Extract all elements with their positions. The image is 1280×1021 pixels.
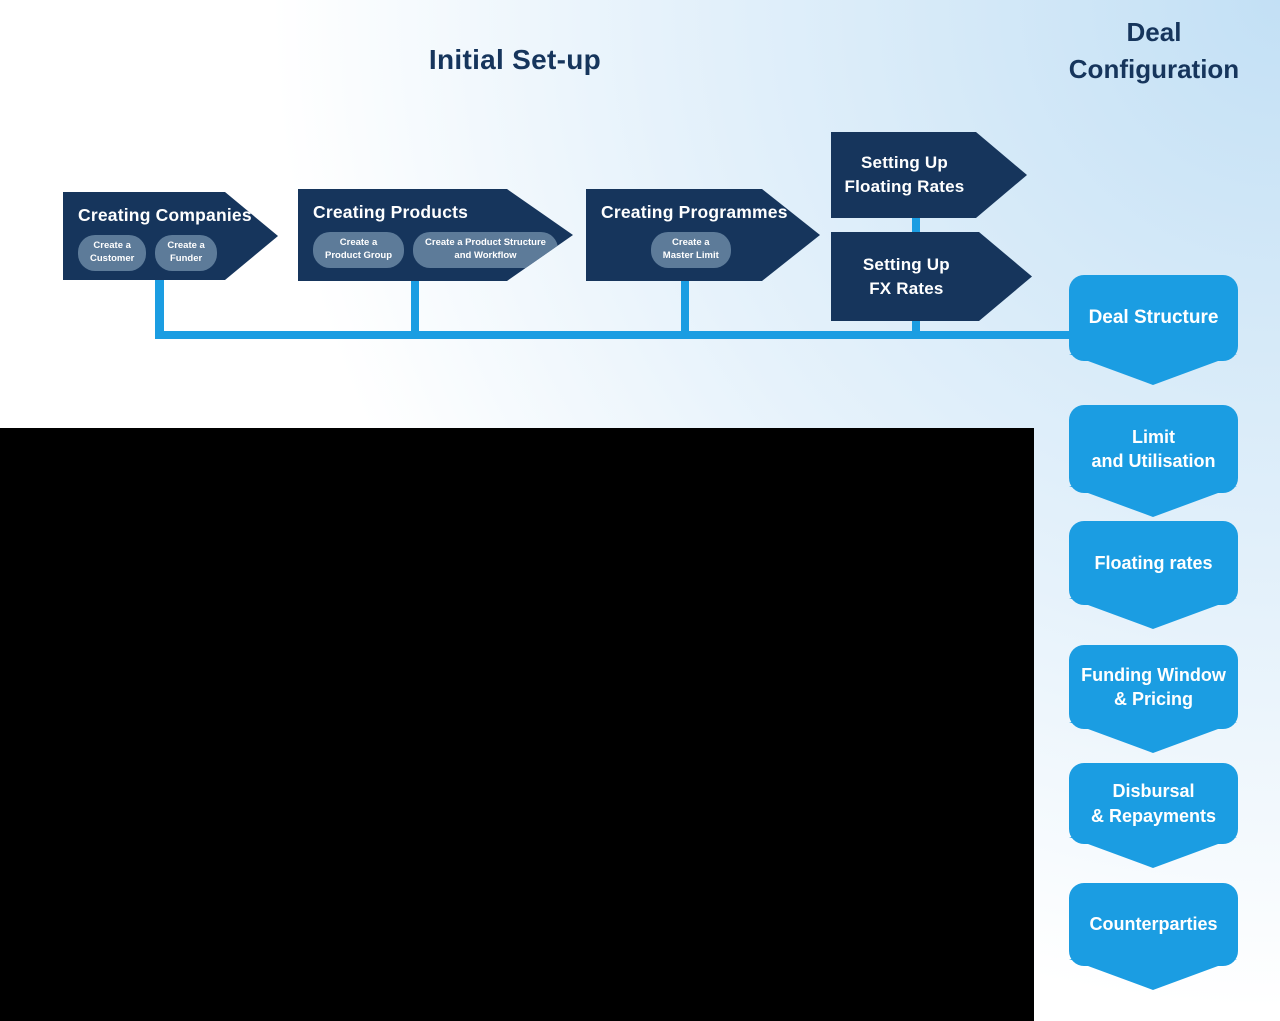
deal-config-item-label: Deal Structure bbox=[1088, 307, 1219, 329]
flow-step-creating-companies[interactable]: Creating Companies Create a Customer Cre… bbox=[63, 192, 278, 280]
flow-step-content: Setting Up Floating Rates bbox=[831, 132, 978, 218]
deal-config-item-counterparties[interactable]: Counterparties bbox=[1069, 883, 1238, 990]
connector-vertical-floating-to-fx bbox=[912, 217, 920, 233]
flow-step-creating-programmes[interactable]: Creating Programmes Create a Master Limi… bbox=[586, 189, 820, 281]
connector-vertical-companies bbox=[155, 278, 164, 339]
flow-step-setting-up-floating-rates[interactable]: Setting Up Floating Rates bbox=[831, 132, 1027, 218]
deal-config-item-deal-structure[interactable]: Deal Structure bbox=[1069, 275, 1238, 385]
connector-horizontal bbox=[156, 331, 1070, 339]
flow-step-content: Creating Products Create a Product Group… bbox=[298, 189, 573, 268]
flow-step-label: Setting Up Floating Rates bbox=[844, 153, 965, 196]
pill-create-a-product-group[interactable]: Create a Product Group bbox=[313, 232, 404, 268]
connector-vertical-fx-to-bus bbox=[912, 319, 920, 333]
pill-row: Create a Product Group Create a Product … bbox=[313, 232, 573, 268]
pill-row: Create a Customer Create a Funder bbox=[78, 235, 278, 271]
deal-config-item-limit-and-utilisation[interactable]: Limit and Utilisation bbox=[1069, 405, 1238, 517]
connector-vertical-products bbox=[411, 279, 419, 339]
flow-step-setting-up-fx-rates[interactable]: Setting Up FX Rates bbox=[831, 232, 1032, 321]
flow-step-content: Creating Companies Create a Customer Cre… bbox=[63, 192, 278, 271]
pill-create-a-customer[interactable]: Create a Customer bbox=[78, 235, 146, 271]
deal-config-item-disbursal-repayments[interactable]: Disbursal & Repayments bbox=[1069, 763, 1238, 868]
flow-step-label: Creating Products bbox=[313, 202, 469, 222]
deal-configuration-title: Deal Configuration bbox=[1068, 17, 1240, 84]
deal-config-item-funding-window-pricing[interactable]: Funding Window & Pricing bbox=[1069, 645, 1238, 753]
blacked-out-region bbox=[0, 428, 1034, 1021]
pill-create-a-product-structure-and-workflow[interactable]: Create a Product Structure and Workflow bbox=[413, 232, 558, 268]
deal-config-item-label: Disbursal & Repayments bbox=[1090, 781, 1217, 826]
flow-step-content: Creating Programmes Create a Master Limi… bbox=[586, 189, 820, 268]
flow-step-label: Setting Up FX Rates bbox=[862, 254, 950, 298]
deal-config-item-label: Limit and Utilisation bbox=[1091, 426, 1216, 471]
flow-step-content: Setting Up FX Rates bbox=[831, 232, 982, 321]
pill-create-a-funder[interactable]: Create a Funder bbox=[155, 235, 217, 271]
deal-config-item-label: Counterparties bbox=[1089, 914, 1218, 935]
initial-setup-title: Initial Set-up bbox=[428, 44, 602, 75]
flow-step-creating-products[interactable]: Creating Products Create a Product Group… bbox=[298, 189, 573, 281]
deal-config-item-label: Funding Window & Pricing bbox=[1081, 664, 1226, 709]
connector-vertical-programmes bbox=[681, 279, 689, 339]
pill-create-a-master-limit[interactable]: Create a Master Limit bbox=[651, 232, 731, 268]
flow-step-label: Creating Programmes bbox=[601, 202, 788, 222]
flow-step-label: Creating Companies bbox=[78, 205, 252, 225]
deal-config-item-floating-rates[interactable]: Floating rates bbox=[1069, 521, 1238, 629]
pill-row: Create a Master Limit bbox=[601, 232, 781, 268]
deal-config-item-label: Floating rates bbox=[1094, 552, 1213, 573]
